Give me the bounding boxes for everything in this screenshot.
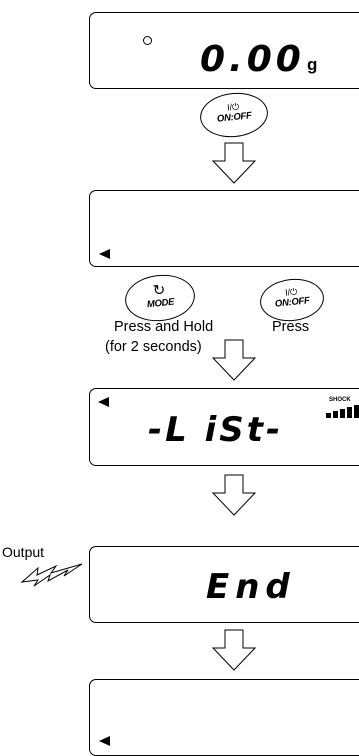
- down-arrow-icon: [211, 142, 257, 184]
- output-label: Output: [2, 544, 45, 560]
- onoff-button[interactable]: I/⏻ ON:OFF: [197, 89, 271, 141]
- left-triangle-indicator-icon: [99, 249, 110, 259]
- shock-meter-icon: [326, 405, 359, 418]
- shock-label: SHOCK: [329, 397, 351, 403]
- unit-label: g: [307, 55, 318, 74]
- mode-button[interactable]: ↻ MODE: [122, 271, 198, 325]
- down-arrow-icon: [211, 474, 257, 516]
- display-panel-blank-final: [89, 679, 359, 756]
- output-lightning-icon: [20, 563, 83, 587]
- display-panel-end: End: [89, 546, 359, 623]
- weight-reading: 0.00: [200, 39, 305, 80]
- left-triangle-indicator-icon: [99, 736, 110, 746]
- press-caption: Press: [272, 319, 310, 335]
- display-panel-blank: [89, 190, 359, 267]
- left-triangle-indicator-icon: [98, 397, 109, 407]
- end-reading: End: [206, 567, 296, 607]
- down-arrow-icon: [211, 629, 257, 671]
- list-reading: -L iSt-: [148, 410, 284, 450]
- stable-indicator-circle-icon: [143, 36, 152, 45]
- down-arrow-icon: [211, 339, 257, 381]
- display-panel-weight: 0.00 g: [89, 12, 359, 89]
- press-and-hold-caption: Press and Hold: [114, 319, 214, 335]
- onoff-button-secondary[interactable]: I/⏻ ON:OFF: [257, 275, 327, 325]
- two-seconds-caption: (for 2 seconds): [105, 339, 202, 355]
- display-panel-list: -L iSt- SHOCK: [89, 388, 359, 466]
